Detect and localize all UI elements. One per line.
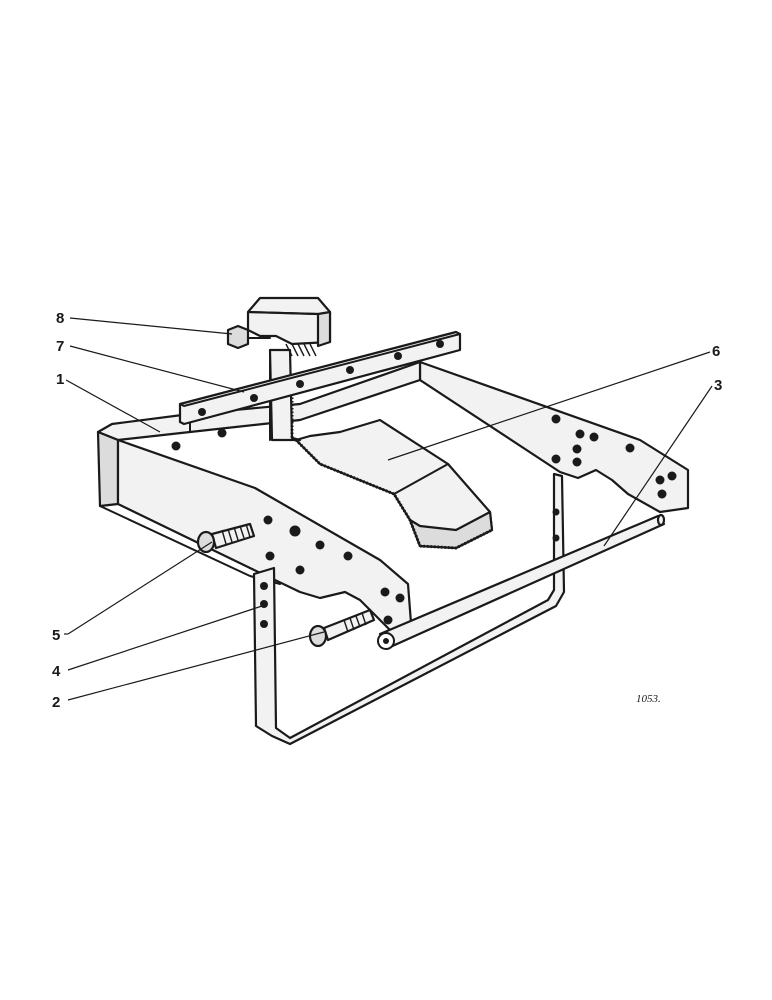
callout-labels: 8 7 1 6 3 5 4 2: [52, 310, 722, 711]
u-leg: [252, 472, 566, 746]
callout-1: 1: [56, 371, 64, 388]
callout-4: 4: [52, 663, 61, 680]
clamp-nut: [226, 324, 271, 350]
bolt-upper: [196, 522, 256, 554]
leader-3: [603, 385, 713, 547]
callout-6: 6: [712, 343, 720, 360]
callout-7: 7: [56, 338, 64, 355]
leader-1: [65, 379, 161, 433]
callout-2: 2: [52, 694, 60, 711]
leader-2: [67, 631, 325, 701]
cross-bar: [178, 330, 462, 426]
leader-5a: [67, 541, 213, 635]
frame-right-plate: [418, 360, 690, 514]
leader-8: [69, 317, 233, 335]
leader-6: [387, 351, 711, 461]
callout-8: 8: [56, 310, 64, 327]
clamp-block: [246, 296, 332, 357]
callout-3: 3: [714, 377, 722, 394]
frame-left-box: [96, 360, 422, 638]
leader-lines: [64, 317, 713, 701]
leader-4a: [67, 605, 263, 671]
cross-rod: [377, 513, 666, 650]
leader-7: [69, 345, 245, 393]
drawing-number: 1053.: [636, 693, 661, 705]
bolt-lower: [308, 608, 376, 648]
callout-5: 5: [52, 627, 60, 644]
